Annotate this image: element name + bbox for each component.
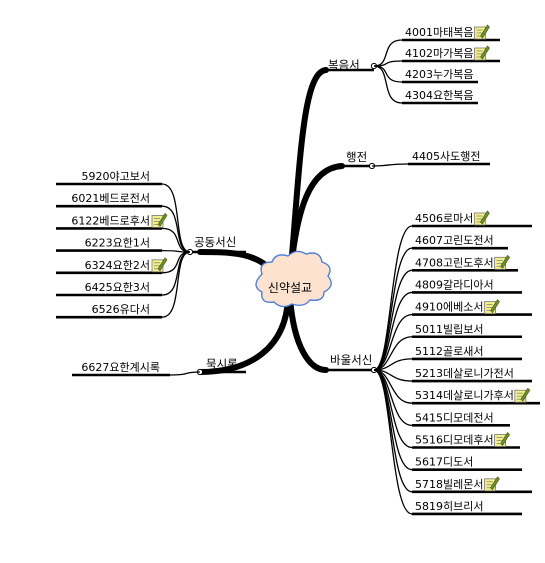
leaf-label: 6223요한1서: [85, 237, 150, 250]
leaf-topic[interactable]: 4809갈라디아서: [415, 277, 494, 291]
leaf-label: 5314데살로니가후서: [415, 389, 514, 402]
leaf-label: 6021베드로전서: [71, 192, 150, 205]
leaf-topic[interactable]: 6526유다서: [92, 303, 150, 316]
leaf-topic[interactable]: 5112골로새서: [415, 345, 483, 358]
leaf-connector: [373, 369, 413, 515]
leaf-topic[interactable]: 5213데살로니가전서: [415, 367, 514, 380]
central-topic-label: 신약설교: [268, 280, 312, 295]
leaf-connector: [161, 251, 191, 318]
note-icon[interactable]: [484, 476, 500, 492]
connector-lines: [56, 38, 540, 516]
note-icon[interactable]: [494, 254, 510, 270]
leaf-label: 6627요한계시록: [81, 361, 160, 374]
leaf-topic[interactable]: 5415디모데전서: [415, 411, 494, 424]
leaf-topic[interactable]: 6425요한3서: [85, 281, 150, 294]
leaf-label: 4910에베소서: [415, 301, 483, 314]
leaf-label: 6425요한3서: [85, 281, 150, 294]
leaf-connector: [373, 269, 413, 371]
leaf-topic[interactable]: 4203누가복음: [405, 68, 473, 81]
leaf-topic[interactable]: 4102마가복음: [405, 45, 490, 61]
leaf-label: 5516디모데후서: [415, 434, 494, 447]
leaf-connector: [373, 39, 403, 67]
cloud-shape: [255, 250, 332, 308]
leaf-label: 5112골로새서: [415, 345, 483, 358]
leaf-topic[interactable]: 6324요한2서: [85, 257, 168, 273]
leaf-label: 6526유다서: [92, 303, 150, 316]
leaf-connector: [161, 251, 191, 296]
leaf-label: 4203누가복음: [405, 68, 473, 81]
leaf-topic[interactable]: 4304요한복음: [405, 89, 473, 102]
leaf-label: 5415디모데전서: [415, 411, 494, 424]
leaf-label: 6324요한2서: [85, 259, 150, 272]
leaf-label: 4607고린도전서: [415, 234, 494, 247]
leaf-label: 5920야고보서: [82, 170, 150, 183]
leaf-label: 4809갈라디아서: [415, 277, 494, 291]
leaf-topic[interactable]: 6122베드로후서: [71, 212, 168, 228]
note-icon[interactable]: [151, 257, 168, 273]
note-icon[interactable]: [514, 387, 531, 403]
branch-label-revelation[interactable]: 묵시록: [206, 357, 238, 371]
leaf-label: 4708고린도후서: [415, 256, 494, 269]
note-icon[interactable]: [474, 24, 490, 40]
note-icon[interactable]: [151, 212, 168, 228]
leaf-connector: [161, 183, 191, 253]
leaf-topic[interactable]: 4910에베소서: [415, 299, 500, 315]
note-icon[interactable]: [473, 210, 490, 226]
leaf-connector: [373, 60, 403, 67]
leaf-label: 4001마태복음: [405, 26, 473, 39]
leaf-label: 4506로마서: [415, 212, 473, 225]
leaf-label: 5819히브리서: [415, 499, 483, 513]
leaf-topic[interactable]: 4506로마서: [415, 210, 490, 226]
leaf-topic[interactable]: 5011빌립보서: [415, 323, 483, 336]
leaf-topic[interactable]: 4001마태복음: [405, 24, 490, 40]
leaf-label: 5213데살로니가전서: [415, 367, 514, 380]
leaf-label: 5011빌립보서: [415, 323, 483, 336]
branch-label-general[interactable]: 공동서신: [194, 235, 236, 249]
leaf-label: 4405사도행전: [412, 150, 480, 163]
leaf-topics: 4001마태복음 4102마가복음 4203누가복음 4304요한복음 4405사도행전…: [71, 24, 531, 513]
leaf-label: 4304요한복음: [405, 89, 473, 102]
branch-label-acts[interactable]: 행전: [346, 150, 367, 164]
leaf-topic[interactable]: 5516디모데후서: [415, 432, 510, 447]
leaf-label: 4102마가복음: [405, 47, 473, 60]
leaf-label: 6122베드로후서: [71, 214, 150, 227]
note-icon[interactable]: [494, 432, 510, 447]
leaf-topic[interactable]: 6021베드로전서: [71, 192, 150, 205]
leaf-connector: [373, 336, 413, 371]
leaf-connector: [373, 65, 403, 104]
leaf-connector: [169, 371, 201, 376]
note-icon[interactable]: [484, 299, 500, 315]
leaf-topic[interactable]: 4708고린도후서: [415, 254, 510, 270]
branch-label-pauline[interactable]: 바울서신: [330, 353, 372, 367]
leaf-topic[interactable]: 6627요한계시록: [81, 361, 160, 374]
leaf-topic[interactable]: 5314데살로니가후서: [415, 387, 531, 403]
branch-label-gospels[interactable]: 복음서: [328, 58, 360, 72]
leaf-connector: [161, 227, 191, 253]
leaf-topic[interactable]: 4405사도행전: [412, 150, 480, 163]
leaf-label: 5617디도서: [415, 456, 473, 469]
central-topic[interactable]: 신약설교: [255, 250, 332, 308]
leaf-connector: [161, 251, 191, 274]
leaf-topic[interactable]: 5617디도서: [415, 456, 473, 469]
leaf-connector: [373, 369, 413, 449]
branch-connector-pauline: [287, 295, 329, 373]
leaf-topic[interactable]: 6223요한1서: [85, 237, 150, 250]
note-icon[interactable]: [474, 45, 490, 61]
leaf-connector: [373, 247, 413, 371]
leaf-label: 5718빌레몬서: [415, 478, 483, 491]
leaf-connector: [373, 291, 413, 371]
leaf-topic[interactable]: 5819히브리서: [415, 499, 483, 513]
leaf-topic[interactable]: 4607고린도전서: [415, 234, 494, 247]
leaf-topic[interactable]: 5718빌레몬서: [415, 476, 500, 492]
leaf-connector: [373, 65, 403, 83]
leaf-topic[interactable]: 5920야고보서: [82, 170, 150, 183]
leaf-connector: [371, 163, 409, 167]
